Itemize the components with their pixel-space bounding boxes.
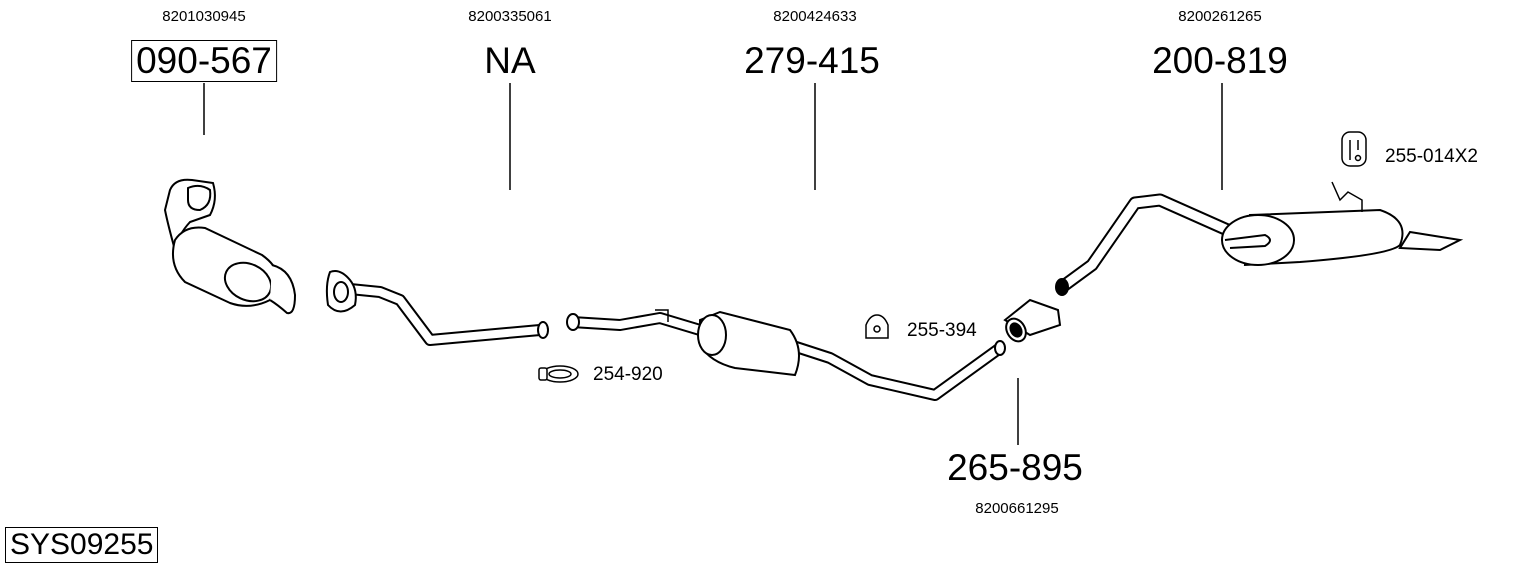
part-number-200-819[interactable]: 200-819 <box>1152 40 1288 81</box>
accessory-label-254-920[interactable]: 254-920 <box>593 364 663 385</box>
oem-number-090-567: 8201030945 <box>162 8 246 25</box>
front-pipe-drawing <box>325 270 549 346</box>
catalytic-converter-drawing <box>163 178 297 315</box>
middle-silencer-drawing <box>566 309 1006 401</box>
oem-number-na: 8200335061 <box>468 8 552 25</box>
oem-number-265-895: 8200661295 <box>975 500 1059 517</box>
rubber-hanger-icon <box>1341 131 1367 167</box>
accessory-label-255-394[interactable]: 255-394 <box>907 320 977 341</box>
oem-number-200-819: 8200261265 <box>1178 8 1262 25</box>
rear-silencer-drawing <box>1055 181 1464 296</box>
part-number-090-567[interactable]: 090-567 <box>131 40 277 82</box>
part-number-279-415[interactable]: 279-415 <box>744 40 880 81</box>
rubber-mount-icon <box>865 314 889 339</box>
connector-clamp-drawing <box>1003 298 1062 343</box>
part-number-na: NA <box>484 40 536 81</box>
system-code: SYS09255 <box>5 527 159 563</box>
oem-number-279-415: 8200424633 <box>773 8 857 25</box>
part-number-265-895[interactable]: 265-895 <box>947 447 1083 488</box>
accessory-label-255-014x2[interactable]: 255-014X2 <box>1385 146 1478 167</box>
pipe-clamp-icon <box>538 365 579 383</box>
